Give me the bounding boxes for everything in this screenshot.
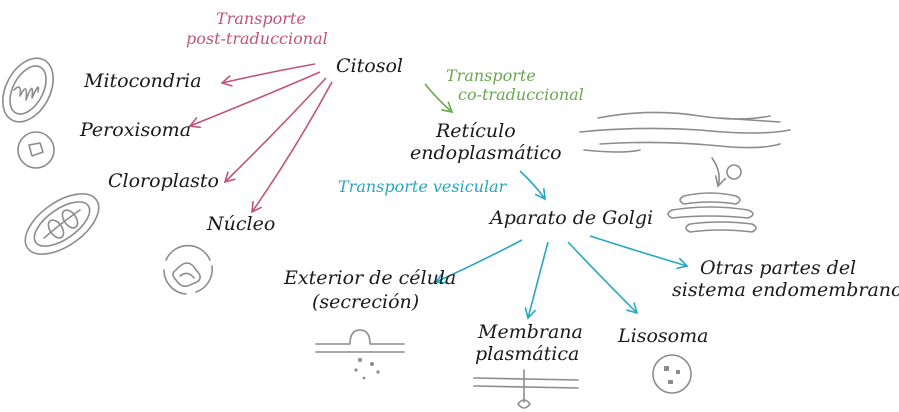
- node-nucleo: Núcleo: [206, 213, 275, 235]
- arrow-citosol-peroxisoma: [188, 71, 321, 129]
- node-otras-line1: Otras partes del: [700, 257, 856, 279]
- post-translational-label-line2: post-traduccional: [186, 29, 328, 48]
- node-cloroplasto: Cloroplasto: [108, 170, 219, 192]
- chloroplast-icon: [24, 193, 100, 255]
- node-lisosoma: Lisosoma: [617, 325, 708, 347]
- co-translational-label-line2: co-traduccional: [458, 85, 584, 104]
- nucleus-icon: [163, 244, 214, 295]
- endoplasmic-reticulum-icon: [579, 111, 791, 153]
- arrow-citosol-reticulo: [424, 83, 454, 114]
- vesicular-arrows: [434, 170, 689, 320]
- node-citosol: Citosol: [336, 55, 403, 77]
- node-golgi: Aparato de Golgi: [488, 207, 653, 229]
- node-exterior-line1: Exterior de célula: [283, 267, 456, 289]
- arrow-golgi-exterior: [434, 239, 523, 284]
- node-otras-line2: sistema endomembranoso: [672, 279, 899, 301]
- vesicle-icon: [726, 164, 742, 180]
- golgi-apparatus-icon: [667, 192, 757, 233]
- node-membrana-line2: plasmática: [475, 343, 579, 365]
- post-translational-arrows: [188, 63, 333, 214]
- node-mitocondria: Mitocondria: [83, 70, 202, 92]
- node-peroxisoma: Peroxisoma: [79, 119, 191, 141]
- er-to-golgi-arrow: [711, 157, 727, 188]
- node-reticulo-line2: endoplasmático: [410, 142, 562, 164]
- arrow-citosol-nucleo: [251, 81, 333, 214]
- membrane-protein-icon: [473, 369, 579, 409]
- node-reticulo-line1: Retículo: [435, 120, 516, 142]
- arrow-golgi-lisosoma: [567, 241, 639, 315]
- post-translational-label-line1: Transporte: [216, 9, 306, 28]
- arrow-reticulo-golgi: [519, 170, 546, 201]
- arrow-golgi-membrana: [524, 241, 549, 320]
- node-membrana-line1: Membrana: [477, 321, 583, 343]
- secretion-icon: [315, 329, 405, 380]
- arrow-citosol-mitocondria: [220, 63, 316, 87]
- node-exterior-line2: (secreción): [312, 291, 419, 313]
- vesicular-label: Transporte vesicular: [338, 177, 508, 196]
- lysosome-icon: [652, 354, 692, 394]
- peroxisome-icon: [17, 131, 55, 169]
- co-translational-label-line1: Transporte: [446, 66, 536, 85]
- mitochondrion-icon: [2, 57, 54, 123]
- arrow-citosol-cloroplasto: [223, 77, 327, 184]
- arrow-golgi-otras: [589, 235, 689, 270]
